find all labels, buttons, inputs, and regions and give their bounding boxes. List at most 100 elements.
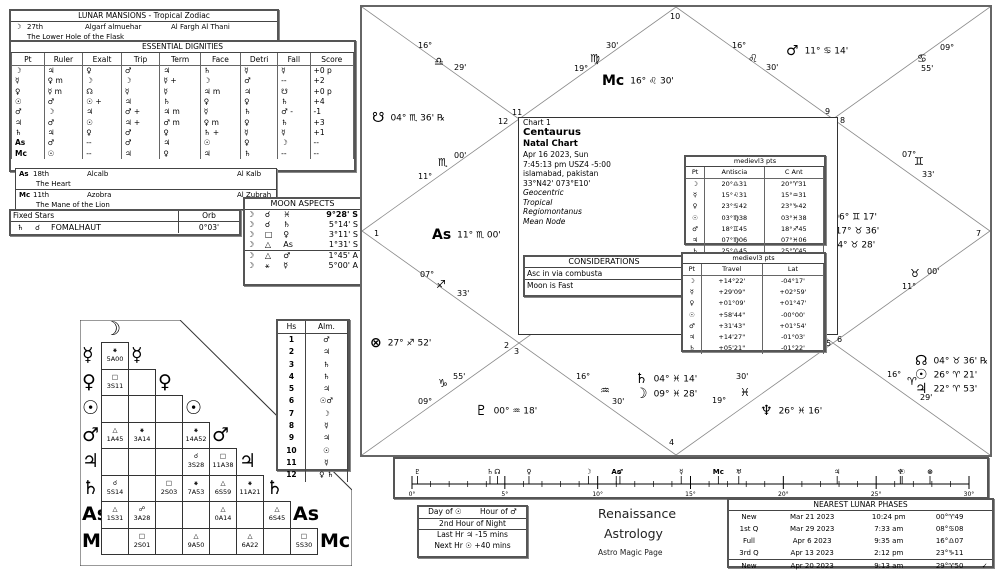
planet-pluto[interactable]: ♇00° ♒ 18': [475, 403, 537, 419]
table-cell: --: [309, 148, 355, 159]
aspect-symbol-icon: ☍: [138, 505, 146, 513]
table-cell: ♀ m: [199, 117, 242, 128]
planet-position: 04° ♓ 14': [653, 374, 698, 385]
aspect-value: 6S59: [214, 487, 232, 496]
table-cell: ☿: [277, 127, 311, 139]
cusp-degree: 16°: [887, 370, 902, 379]
planet-moon[interactable]: ☽09° ♓ 28': [635, 386, 697, 402]
table-cell: ☉: [82, 117, 122, 128]
mansion-number: 27th: [27, 23, 44, 31]
phase-date: Mar 21 2023: [789, 513, 835, 521]
planet-neptune[interactable]: ♆26° ♓ 16': [760, 403, 822, 419]
table-cell: 23°♋42: [704, 201, 765, 213]
grid-cell: [155, 501, 183, 529]
aspect-symbol-icon: □: [138, 531, 146, 540]
phase-mark: [977, 511, 992, 523]
table-cell: +14°22': [701, 275, 763, 288]
table-row: 8☿: [278, 420, 349, 433]
asc-icon: As: [432, 227, 452, 243]
aspect-p2: As: [283, 240, 293, 249]
grid-cell: ⚹11A21: [236, 474, 264, 502]
chart-name: Centaurus: [523, 127, 581, 138]
grid-cell: □11A38: [209, 448, 237, 476]
table-cell: ♃: [305, 346, 349, 359]
tick-label: 30°: [964, 491, 975, 497]
cusp-degree: 16°: [418, 41, 433, 50]
phase-phase: Full: [742, 537, 755, 545]
table-cell: ♃: [82, 107, 122, 118]
chart-time: 7:45:13 pm USZ4 -5:00: [523, 159, 611, 169]
planet-jupiter[interactable]: ♃22° ♈ 53': [915, 381, 977, 397]
moon-icon: ☽: [635, 386, 648, 402]
grid-diagonal-label: ♃: [239, 450, 257, 472]
table-cell: ☿ +: [159, 76, 201, 87]
tick-label: 25°: [871, 491, 882, 497]
ruler-marker-4: ☽: [585, 468, 591, 476]
cusp-minute: 33': [457, 289, 470, 298]
phase-pos: 00°♈49: [935, 513, 964, 521]
table-cell: ☉: [43, 148, 84, 159]
table-cell: ♀ m: [43, 76, 84, 87]
table-cell: ☿ m: [43, 86, 84, 97]
grid-cell: □3S11: [101, 368, 129, 396]
brand-line-3[interactable]: Astro Magic Page: [598, 548, 663, 557]
table-cell: ♃: [11, 117, 45, 128]
column-header: Antiscia: [704, 167, 765, 179]
cusp-minute: 33': [922, 170, 935, 179]
planet-fortune[interactable]: ⊗27° ♐ 52': [370, 335, 431, 351]
consideration-item: Moon is Fast: [527, 281, 574, 290]
table-cell: ♄: [686, 246, 706, 258]
table-cell: ♃ +: [120, 117, 161, 128]
table-cell: 18°♐45: [764, 223, 825, 236]
house-number: 8: [840, 116, 846, 125]
table-cell: ☽: [82, 76, 122, 87]
planet-south-node[interactable]: ☋04° ♏ 36' ℞: [372, 110, 445, 126]
table-cell: ☽: [277, 138, 311, 149]
table-cell: +05'21": [701, 343, 763, 355]
planet-position: 00° ♒ 18': [493, 406, 538, 417]
phase-date: Mar 29 2023: [789, 525, 835, 533]
planet-sun[interactable]: ☉26° ♈ 21': [915, 367, 977, 383]
grid-cell: [128, 448, 156, 476]
table-cell: ♃: [120, 96, 161, 108]
grid-cell: ☍3A28: [128, 501, 156, 529]
table-cell: ♂: [120, 65, 161, 77]
table-row: ♄♃♀♂♀♄ +☿☿+1: [11, 127, 355, 139]
cusp-sign-icon: ♌: [748, 52, 758, 65]
aspect-p1: ☽: [247, 230, 255, 239]
cusp-degree: 19°: [712, 396, 727, 405]
planet-north-node[interactable]: ☊04° ♉ 36' ℞: [915, 353, 988, 369]
grid-cell: △1S31: [101, 501, 129, 529]
phase-date: Apr 20 2023: [790, 562, 834, 570]
lunar-mansions-angles-panel: As 18th Alcalb Al Kalb The Heart Mc 11th…: [15, 168, 277, 210]
table-cell: Mc: [11, 148, 45, 159]
planet-saturn[interactable]: ♄04° ♓ 14': [635, 371, 697, 387]
phase-pos: 16°♎07: [935, 537, 964, 545]
planet-mars[interactable]: ♂11° ♋ 14': [786, 43, 848, 59]
table-cell: ♃: [43, 127, 84, 139]
neptune-icon: ♆: [760, 403, 773, 419]
chart-option: Regiomontanus: [523, 207, 582, 216]
planet-position: 26° ♈ 21': [933, 370, 978, 381]
table-row: ♃♂☉♃ +♂ m♀ m♀♄+3: [11, 117, 355, 128]
fixed-star-row: ♄ ☌ FOMALHAUT 0°03': [11, 222, 239, 233]
table-cell: ♀: [159, 127, 201, 139]
moon-icon: ☽: [15, 23, 22, 31]
planet-position: 11° ♋ 14': [804, 46, 849, 57]
phase-pos: 08°♋08: [935, 525, 964, 533]
house-number: 2: [504, 341, 510, 350]
antiscia-title: medievl3 pts: [686, 157, 824, 167]
cusp-degree: 11°: [902, 282, 917, 291]
table-cell: ♂: [686, 223, 706, 236]
ruler-svg: 0°5°10°15°20°25°30°♇♄☊♀☽As♂☿Mc♅♃♆☉⊗: [409, 468, 975, 498]
table-cell: ♀ ♄: [305, 469, 349, 482]
cusp-sign-icon: ♒: [600, 384, 610, 397]
grid-row-label: ♂: [82, 423, 100, 446]
chart-type: Natal Chart: [523, 139, 578, 149]
table-row: ☿+29'09"+02°59': [683, 287, 825, 299]
table-cell: ♄: [277, 96, 311, 108]
grid-cell: △9A50: [182, 527, 210, 555]
